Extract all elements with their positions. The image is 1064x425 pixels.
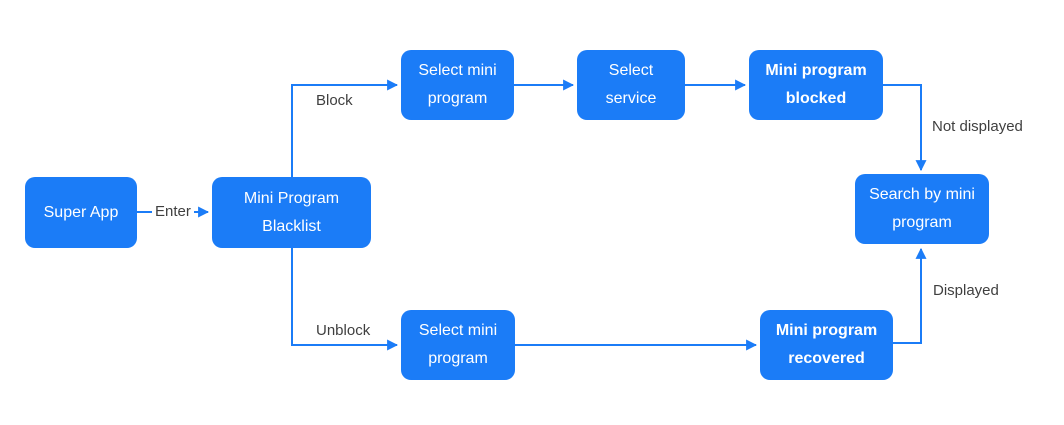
node-select-mini-program-top: Select mini program — [401, 50, 514, 120]
edge-recovered-to-search — [893, 247, 927, 344]
edge-label-not-displayed: Not displayed — [932, 118, 1023, 135]
edge-blacklist-to-select-mini-top — [291, 79, 399, 177]
node-select-mini-program-top-label: Select mini program — [418, 62, 497, 107]
node-search-by-mini-program-label: Search by mini program — [869, 186, 975, 231]
node-mini-program-blacklist: Mini Program Blacklist — [212, 177, 371, 248]
edge-label-enter: Enter — [152, 202, 194, 222]
node-mini-program-recovered: Mini program recovered — [760, 310, 893, 380]
edge-label-unblock: Unblock — [316, 322, 371, 339]
edge-blocked-to-search — [883, 84, 927, 172]
node-mini-program-recovered-label: Mini program recovered — [775, 322, 878, 367]
node-mini-program-blacklist-label: Mini Program Blacklist — [243, 189, 340, 235]
node-super-app: Super App — [25, 177, 137, 248]
node-select-service: Select service — [577, 50, 685, 120]
edge-label-displayed: Displayed — [933, 282, 999, 299]
edge-label-block: Block — [316, 92, 353, 109]
node-search-by-mini-program: Search by mini program — [855, 174, 989, 244]
node-select-mini-program-bottom: Select mini program — [401, 310, 515, 380]
node-super-app-label: Super App — [43, 203, 119, 221]
edge-blacklist-to-select-mini-bottom — [291, 248, 399, 351]
node-select-service-label: Select service — [605, 62, 657, 107]
node-select-mini-program-bottom-label: Select mini program — [418, 322, 498, 367]
node-mini-program-blocked: Mini program blocked — [749, 50, 883, 120]
node-mini-program-blocked-label: Mini program blocked — [765, 62, 867, 107]
